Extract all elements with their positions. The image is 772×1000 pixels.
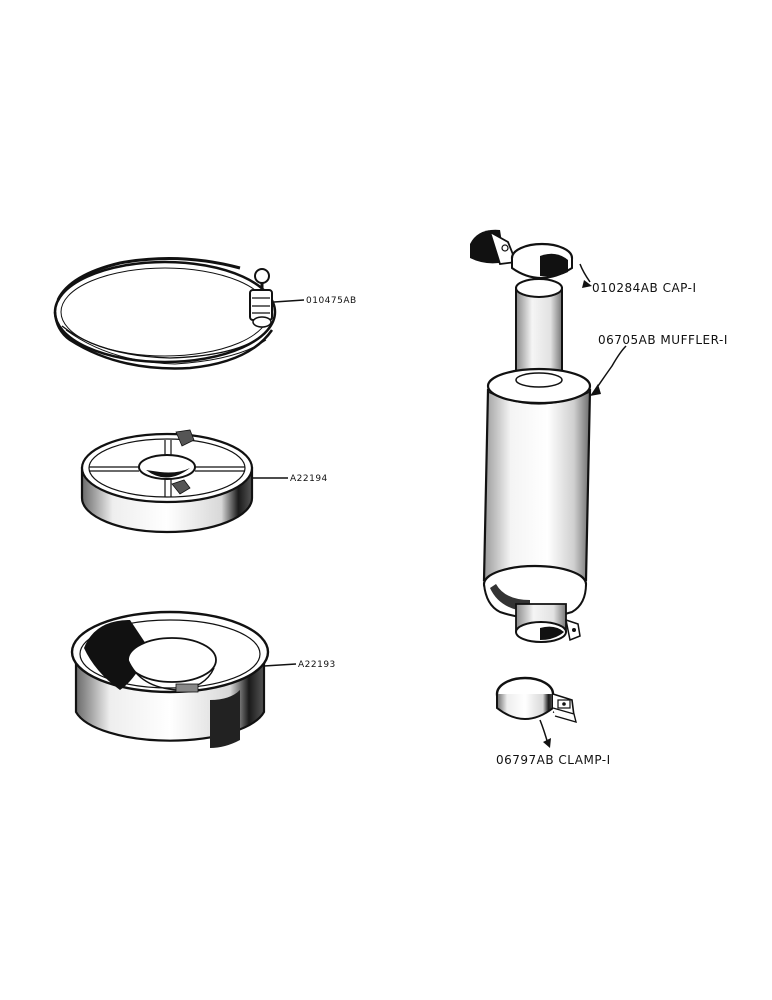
cleaner-bowl-drawing: A22193 bbox=[70, 610, 336, 748]
hose-clamp-drawing: 010475AB bbox=[53, 257, 357, 370]
cleaner-bowl-label: A22193 bbox=[298, 660, 336, 670]
hose-clamp-label: 010475AB bbox=[306, 296, 357, 306]
cleaner-cover-label: A22194 bbox=[290, 474, 328, 484]
muffler-clamp-drawing: 06797AB CLAMP-I bbox=[495, 676, 611, 767]
muffler-drawing: 06705AB MUFFLER-I bbox=[482, 278, 728, 643]
muffler-cap-drawing: 010284AB CAP-I bbox=[470, 229, 697, 295]
muffler-clamp-label: 06797AB CLAMP-I bbox=[496, 753, 611, 767]
cleaner-cover-drawing: A22194 bbox=[80, 429, 328, 534]
muffler-cap-label: 010284AB CAP-I bbox=[592, 281, 697, 295]
muffler-label: 06705AB MUFFLER-I bbox=[598, 333, 728, 347]
